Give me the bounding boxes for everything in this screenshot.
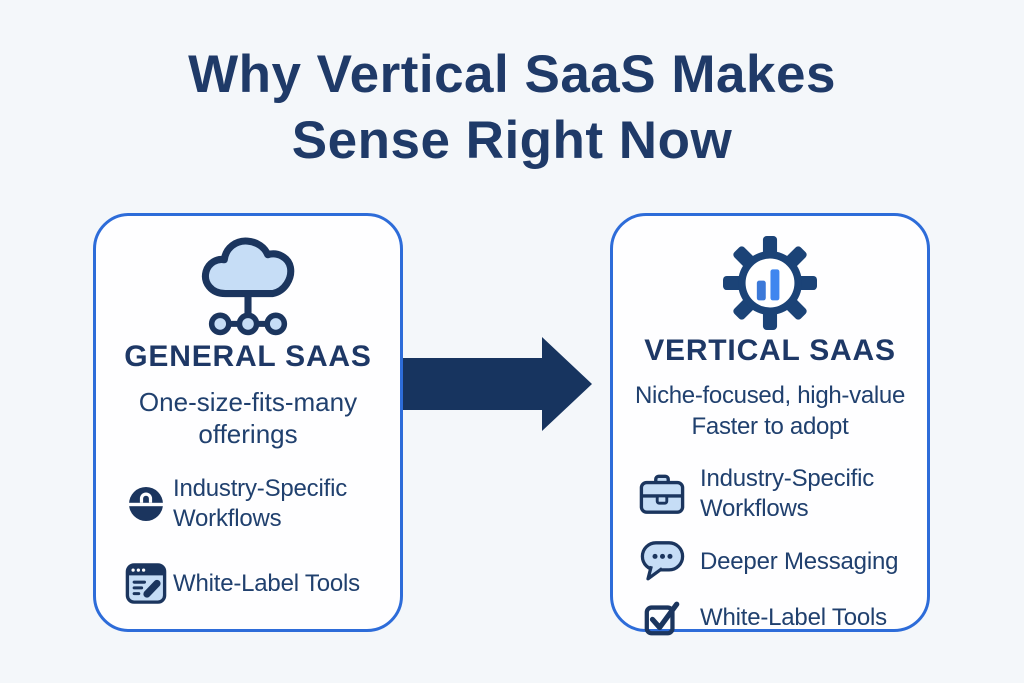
gear-chart-icon [723, 236, 817, 330]
page-title: Why Vertical SaaS Makes Sense Right Now [0, 42, 1024, 174]
general-saas-heading: GENERAL SAAS [124, 340, 372, 373]
general-saas-subtitle-line1: One-size-fits-many [138, 387, 358, 417]
checkbox-check-icon [638, 599, 686, 637]
feature-white-label-tools: White-Label Tools [125, 562, 392, 605]
briefcase-icon [638, 474, 686, 515]
page-title-line2: Sense Right Now [291, 111, 733, 170]
vertical-saas-card: VERTICAL SAAS Niche-focused, high-value … [610, 213, 930, 636]
general-saas-subtitle-line2: offerings [198, 419, 298, 449]
vertical-saas-subtitle-line2: Faster to adopt [691, 413, 849, 440]
window-edit-icon [125, 562, 167, 605]
vertical-saas-subtitle-line1: Niche-focused, high-value [635, 382, 905, 409]
vertical-saas-heading: VERTICAL SAAS [644, 334, 896, 367]
feature-white-label-tools: White-Label Tools [638, 599, 921, 637]
page-title-line1: Why Vertical SaaS Makes [188, 45, 836, 104]
chat-bubble-icon [638, 540, 686, 583]
circle-briefcase-icon [125, 486, 167, 522]
vertical-saas-subtitle: Niche-focused, high-value Faster to adop… [635, 380, 905, 442]
feature-label: White-Label Tools [173, 569, 360, 597]
feature-label: White-Label Tools [700, 604, 887, 631]
general-saas-card: GENERAL SAAS One-size-fits-many offering… [93, 213, 403, 632]
general-saas-subtitle: One-size-fits-many offerings [139, 386, 357, 450]
feature-deeper-messaging: Deeper Messaging [638, 540, 921, 583]
feature-label: Deeper Messaging [700, 547, 899, 575]
general-to-vertical-arrow right-arrow-icon [403, 337, 592, 431]
cloud-network-icon [201, 237, 295, 336]
